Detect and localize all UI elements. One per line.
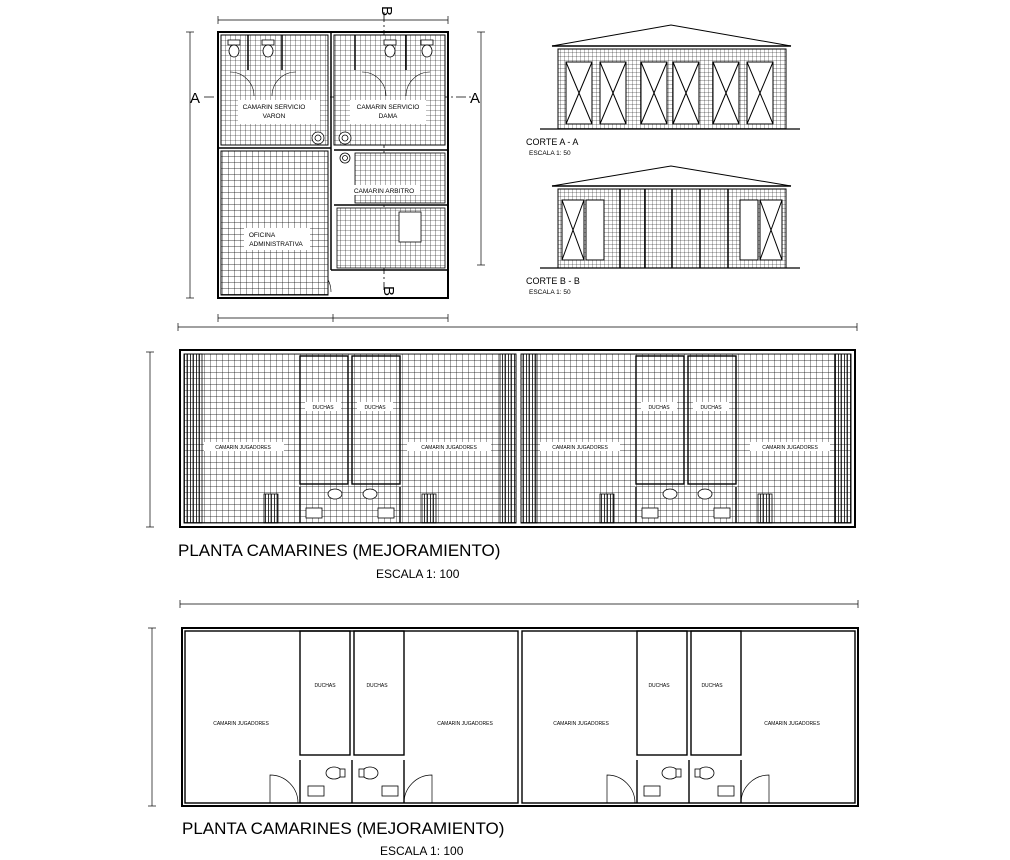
middle-room-label: CAMARIN JUGADORES <box>215 445 271 451</box>
referee-room-floor <box>354 152 446 204</box>
section-bb-doors <box>561 199 783 261</box>
service-block-floor-plan: A A B B <box>186 6 485 322</box>
bottom-room-label: DUCHAS <box>701 683 723 689</box>
section-aa-doors <box>565 61 774 125</box>
plan-outer-wall <box>217 31 449 299</box>
bottom-room-label: DUCHAS <box>366 683 388 689</box>
middle-plan-wall-strips <box>183 353 852 524</box>
bottom-room-label: CAMARIN JUGADORES <box>764 721 820 727</box>
sink-fixtures <box>311 131 352 164</box>
label-mask-dama <box>350 100 426 124</box>
partition-walls <box>218 32 448 271</box>
referee-bath-floor <box>336 207 446 269</box>
label-mask-arbitro <box>348 185 420 195</box>
middle-plan-fixtures <box>305 488 731 519</box>
bottom-plan-outer-wall <box>181 627 859 807</box>
bottom-room-label: DUCHAS <box>314 683 336 689</box>
bottom-plan-door-swings <box>269 774 770 804</box>
middle-plan-scale: ESCALA 1: 100 <box>376 567 460 581</box>
section-aa-title: CORTE A - A <box>526 137 578 147</box>
middle-room-label: CAMARIN JUGADORES <box>421 445 477 451</box>
bottom-room-label: DUCHAS <box>648 683 670 689</box>
label-mask-varon <box>238 100 320 124</box>
section-mark-b-bottom: B <box>380 286 397 296</box>
room-label-varon-2: VARON <box>263 113 286 120</box>
middle-room-label: DUCHAS <box>312 405 334 411</box>
middle-room-label: DUCHAS <box>648 405 670 411</box>
dimension-lines-bottom <box>148 600 859 807</box>
label-mask-oficina <box>244 228 310 250</box>
section-aa-scale: ESCALA 1: 50 <box>529 150 571 157</box>
locker-rooms-plan-tiled: CAMARIN JUGADORES DUCHAS DUCHAS CAMARIN … <box>146 323 858 581</box>
bottom-room-label: CAMARIN JUGADORES <box>437 721 493 727</box>
middle-plan-title: PLANTA CAMARINES (MEJORAMIENTO) <box>178 541 500 560</box>
section-bb-scale: ESCALA 1: 50 <box>529 289 571 296</box>
room-label-oficina-1: OFICINA <box>249 232 276 239</box>
bottom-plan-scale: ESCALA 1: 100 <box>380 844 464 858</box>
room-label-dama-1: CAMARIN SERVICIO <box>357 104 420 111</box>
section-mark-a-right: A <box>470 90 480 107</box>
section-mark-b-top: B <box>378 6 395 16</box>
room-label-arbitro: CAMARIN ARBITRO <box>354 188 414 195</box>
section-bb-roof <box>551 165 792 187</box>
section-mark-a-left: A <box>190 90 200 107</box>
dimension-lines-top-plan <box>186 16 485 322</box>
bottom-room-label: CAMARIN JUGADORES <box>553 721 609 727</box>
room-label-oficina-2: ADMINISTRATIVA <box>249 241 303 248</box>
middle-plan-shower-walls <box>299 355 737 523</box>
shower-stall <box>398 211 422 243</box>
middle-room-label: DUCHAS <box>700 405 722 411</box>
bottom-plan-walls <box>184 630 856 804</box>
section-bb-title: CORTE B - B <box>526 276 580 286</box>
room-label-varon-1: CAMARIN SERVICIO <box>243 104 306 111</box>
office-floor-tiles <box>220 150 329 296</box>
middle-plan-label-masks <box>204 402 830 451</box>
middle-room-label: CAMARIN JUGADORES <box>762 445 818 451</box>
room-label-dama-2: DAMA <box>379 113 398 120</box>
bottom-plan-title: PLANTA CAMARINES (MEJORAMIENTO) <box>182 819 504 838</box>
middle-room-label: DUCHAS <box>364 405 386 411</box>
bottom-room-label: CAMARIN JUGADORES <box>213 721 269 727</box>
section-b-b-elevation: CORTE B - B ESCALA 1: 50 <box>526 165 800 296</box>
bottom-plan-fixtures <box>307 766 735 797</box>
middle-room-label: CAMARIN JUGADORES <box>552 445 608 451</box>
section-a-a-elevation: CORTE A - A ESCALA 1: 50 <box>526 24 800 157</box>
section-aa-roof <box>551 24 792 47</box>
dimension-lines-middle <box>146 323 858 528</box>
locker-rooms-plan-outline: DUCHAS DUCHAS CAMARIN JUGADORES CAMARIN … <box>148 600 859 858</box>
section-bb-partitions <box>619 189 729 268</box>
middle-plan-door-strips <box>263 493 773 524</box>
